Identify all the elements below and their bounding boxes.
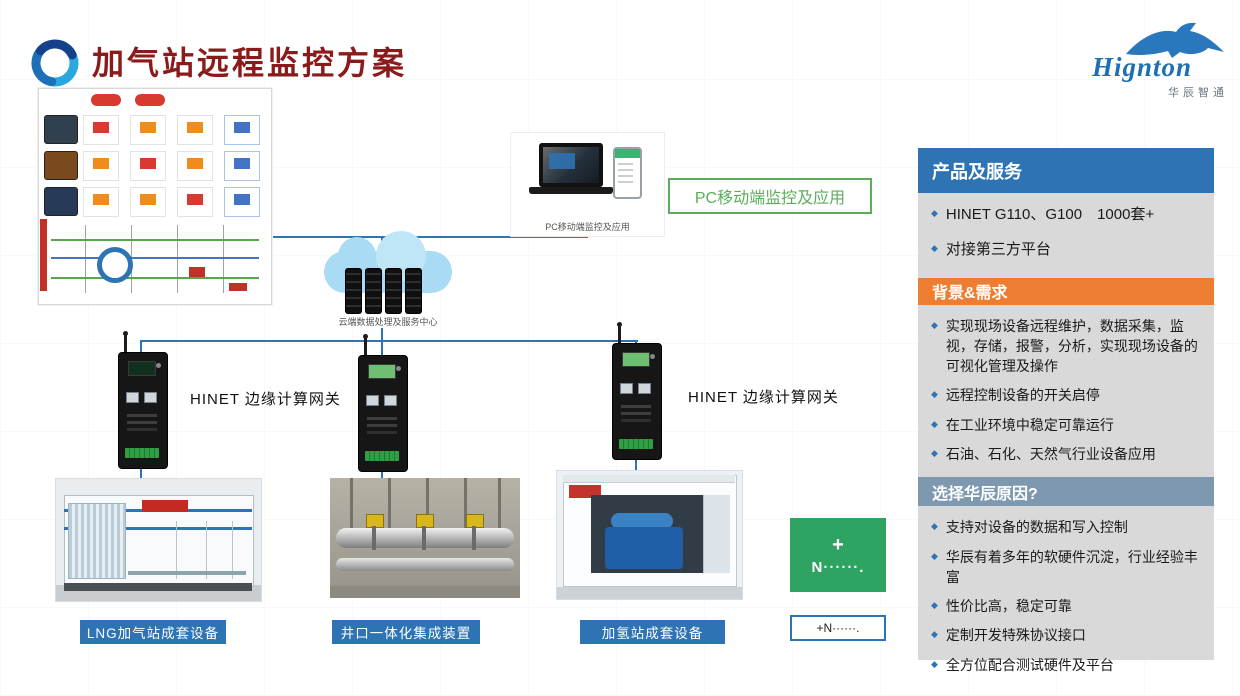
gateway-label-right: HINET 边缘计算网关 [688, 389, 839, 406]
list-item: ◆ 石油、石化、天然气行业设备应用 [931, 444, 1204, 464]
sidebar-list-why: ◆ 支持对设备的数据和写入控制 ◆ 华辰有着多年的软硬件沉淀，行业经验丰富 ◆ … [918, 506, 1214, 688]
more-devices-box: + N······. [790, 518, 886, 592]
connector-line [140, 340, 638, 342]
list-item: ◆ 性价比高，稳定可靠 [931, 596, 1204, 616]
connector-line [268, 236, 588, 238]
list-item-text: 对接第三方平台 [945, 240, 1051, 258]
list-item: ◆ 在工业环境中稳定可靠运行 [931, 415, 1204, 435]
plus-sign: + [832, 533, 844, 556]
edge-gateway-device-3 [612, 322, 662, 460]
list-item: ◆ 定制开发特殊协议接口 [931, 625, 1204, 645]
pc-mobile-monitor-label: PC移动端监控及应用 [668, 178, 872, 214]
sidebar-list-background: ◆ 实现现场设备远程维护，数据采集，监视，存储，报警，分析，实现现场设备的可视化… [918, 305, 1214, 478]
gateway-label-left: HINET 边缘计算网关 [190, 391, 341, 408]
list-item-text: 全方位配合测试硬件及平台 [945, 656, 1114, 673]
cloud-caption: 云端数据处理及服务中心 [338, 317, 438, 327]
list-item: ◆ 华辰有着多年的软硬件沉淀，行业经验丰富 [931, 547, 1204, 588]
connector-line [140, 340, 142, 356]
brand-wordmark: Hignton [1092, 52, 1193, 82]
list-item-text: 定制开发特殊协议接口 [945, 627, 1086, 644]
equipment-label-hydrogen: 加氢站成套设备 [580, 620, 725, 644]
sidebar-section-title-background: 背景&需求 [918, 277, 1214, 305]
n-dots: N······. [811, 558, 865, 576]
diamond-bullet-icon: ◆ [931, 242, 938, 253]
list-item: ◆ HINET G110、G100 1000套+ [931, 204, 1204, 226]
phone-icon [613, 147, 642, 199]
diamond-bullet-icon: ◆ [931, 389, 938, 400]
pc-mobile-monitor-image: PC移动端监控及应用 [510, 132, 665, 237]
wellhead-device-photo [330, 478, 520, 598]
equipment-label-lng: LNG加气站成套设备 [80, 620, 226, 644]
connector-line [140, 464, 142, 479]
list-item-text: 远程控制设备的开关启停 [945, 387, 1100, 404]
diamond-bullet-icon: ◆ [931, 658, 938, 669]
more-devices-tag: +N······. [790, 615, 886, 641]
hydrogen-station-photo [556, 470, 743, 600]
laptop-caption: PC移动端监控及应用 [545, 222, 630, 232]
list-item-text: 华辰有着多年的软硬件沉淀，行业经验丰富 [945, 548, 1198, 585]
scada-dashboard-screenshot [38, 88, 272, 305]
list-item-text: HINET G110、G100 1000套+ [945, 206, 1155, 223]
sidebar-section-title-why: 选择华辰原因? [918, 477, 1214, 507]
list-item: ◆ 全方位配合测试硬件及平台 [931, 655, 1204, 675]
diamond-bullet-icon: ◆ [931, 319, 938, 330]
equipment-label-wellhead: 井口一体化集成装置 [332, 620, 480, 644]
list-item: ◆ 远程控制设备的开关启停 [931, 385, 1204, 405]
edge-gateway-device-1 [118, 331, 168, 469]
sidebar: 产品及服务 ◆ HINET G110、G100 1000套+ ◆ 对接第三方平台… [918, 148, 1214, 673]
connector-line [381, 328, 383, 342]
list-item: ◆ 支持对设备的数据和写入控制 [931, 517, 1204, 537]
diamond-bullet-icon: ◆ [931, 629, 938, 640]
cloud-datacenter-image: 云端数据处理及服务中心 [318, 231, 458, 331]
red-brand-plate [569, 485, 601, 498]
connector-line [635, 455, 637, 471]
deer-icon [1126, 22, 1224, 58]
list-item-text: 在工业环境中稳定可靠运行 [945, 416, 1114, 433]
brand-subtext: 华辰智通 [1168, 87, 1228, 99]
lng-station-photo [55, 478, 262, 602]
sidebar-section-title-products: 产品及服务 [918, 148, 1214, 193]
list-item-text: 支持对设备的数据和写入控制 [945, 519, 1128, 536]
brand-logo: Hignton 华辰智通 [1086, 22, 1232, 99]
connector-line [381, 340, 383, 358]
diamond-bullet-icon: ◆ [931, 600, 938, 611]
connector-line [381, 467, 383, 479]
diamond-bullet-icon: ◆ [931, 521, 938, 532]
page-title: 加气站远程监控方案 [92, 45, 408, 81]
sidebar-list-products: ◆ HINET G110、G100 1000套+ ◆ 对接第三方平台 [918, 193, 1214, 278]
list-item: ◆ 实现现场设备远程维护，数据采集，监视，存储，报警，分析，实现现场设备的可视化… [931, 316, 1204, 377]
edge-gateway-device-2 [358, 334, 408, 472]
company-logo-icon [31, 39, 79, 87]
diamond-bullet-icon: ◆ [931, 208, 938, 218]
list-item-text: 石油、石化、天然气行业设备应用 [945, 445, 1156, 462]
list-item-text: 实现现场设备远程维护，数据采集，监视，存储，报警，分析，实现现场设备的可视化管理… [945, 317, 1198, 375]
list-item: ◆ 对接第三方平台 [931, 239, 1204, 261]
list-item-text: 性价比高，稳定可靠 [945, 598, 1072, 615]
diamond-bullet-icon: ◆ [931, 550, 938, 561]
diamond-bullet-icon: ◆ [931, 418, 938, 429]
diamond-bullet-icon: ◆ [931, 447, 938, 458]
